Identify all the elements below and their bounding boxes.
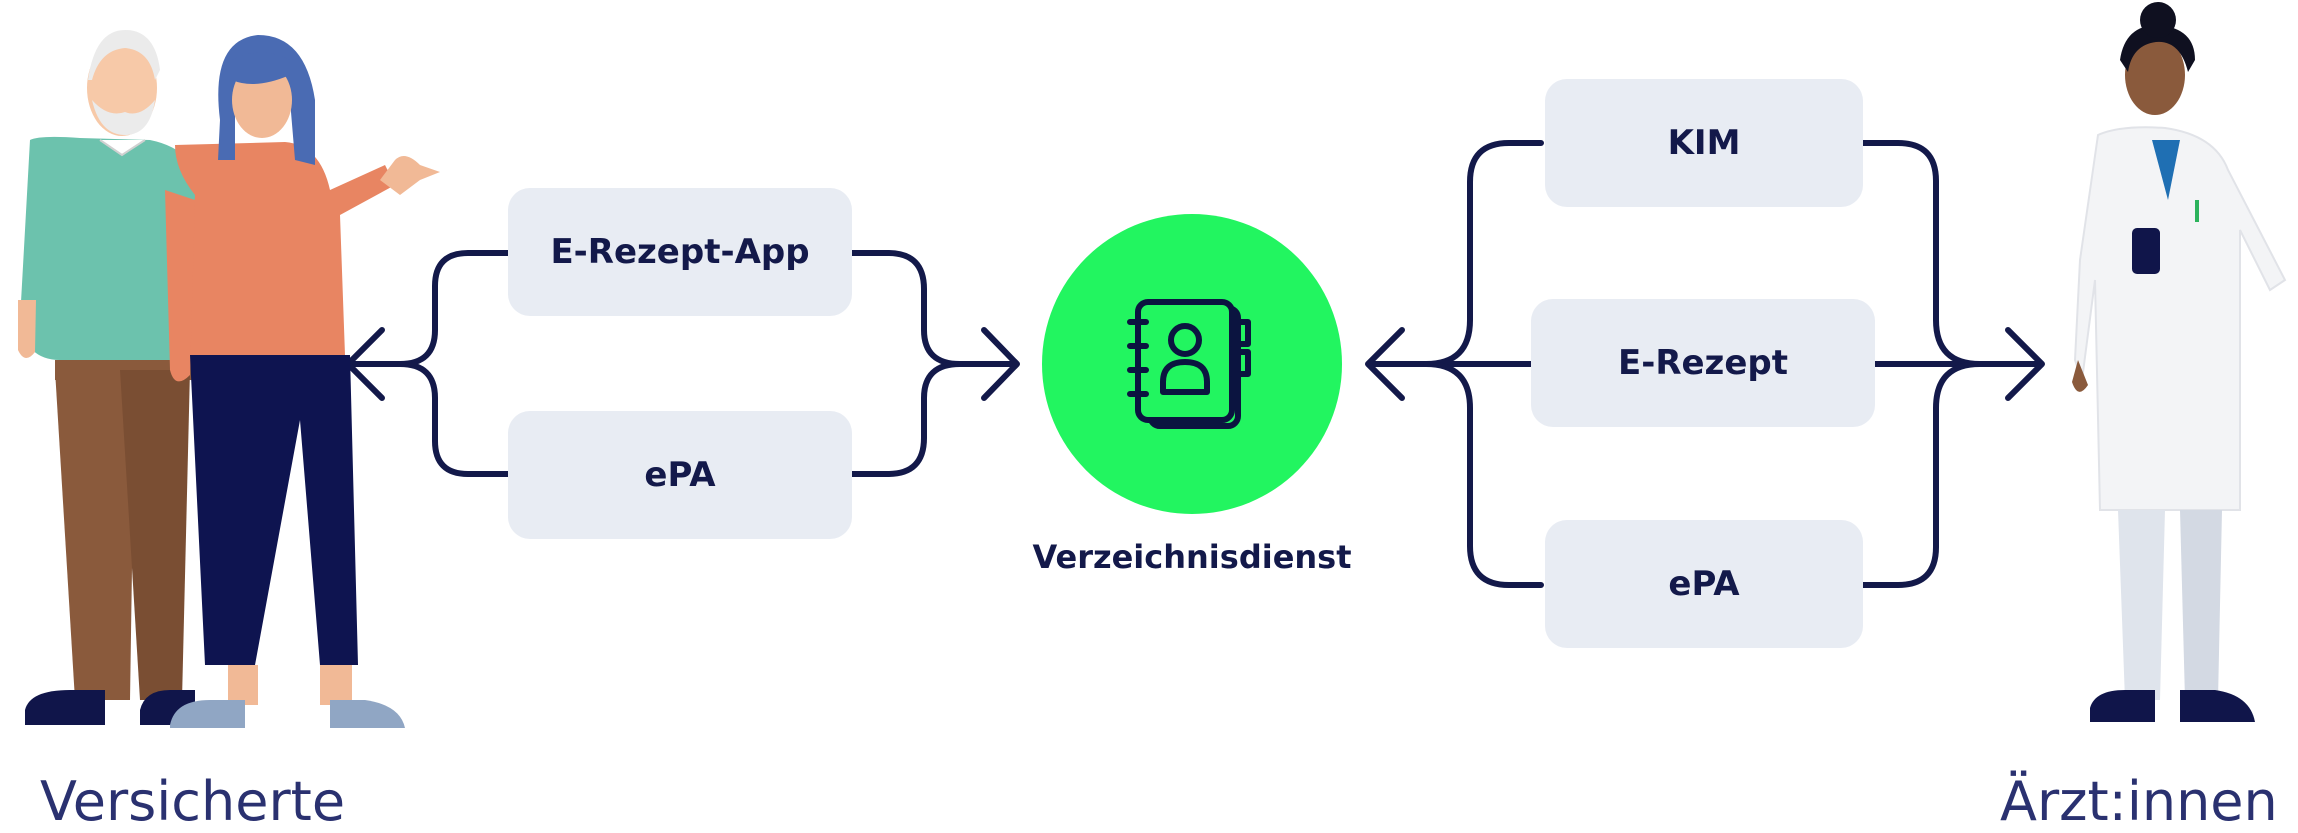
woman-illustration: [165, 35, 440, 728]
left-connector-to-hub: [847, 250, 1018, 367]
doctor-illustration: [2072, 2, 2287, 722]
right-connector-to-doctor: [1859, 140, 2043, 367]
box-epa-right: ePA: [1545, 520, 1863, 648]
box-label: KIM: [1667, 123, 1741, 163]
box-e-rezept-app: E-Rezept-App: [508, 188, 852, 316]
box-e-rezept: E-Rezept: [1531, 299, 1875, 427]
address-book-icon: [1127, 299, 1251, 429]
right-connector-to-hub: [1367, 140, 1544, 367]
caption-versicherte: Versicherte: [40, 770, 346, 833]
box-label: E-Rezept: [1617, 343, 1789, 383]
left-connector-to-patients: [347, 250, 511, 367]
hub-arrowhead-in: [981, 327, 1020, 401]
hub-arrowhead-out: [1365, 327, 1405, 401]
hub-label: Verzeichnisdienst: [1032, 538, 1352, 576]
box-label: E-Rezept-App: [550, 232, 810, 272]
box-label: ePA: [1668, 564, 1740, 604]
box-label: ePA: [644, 455, 716, 495]
doctor-arrowhead: [2005, 327, 2045, 401]
caption-aerzte: Ärzt:innen: [2000, 770, 2278, 833]
box-kim: KIM: [1545, 79, 1863, 207]
box-epa-left: ePA: [508, 411, 852, 539]
